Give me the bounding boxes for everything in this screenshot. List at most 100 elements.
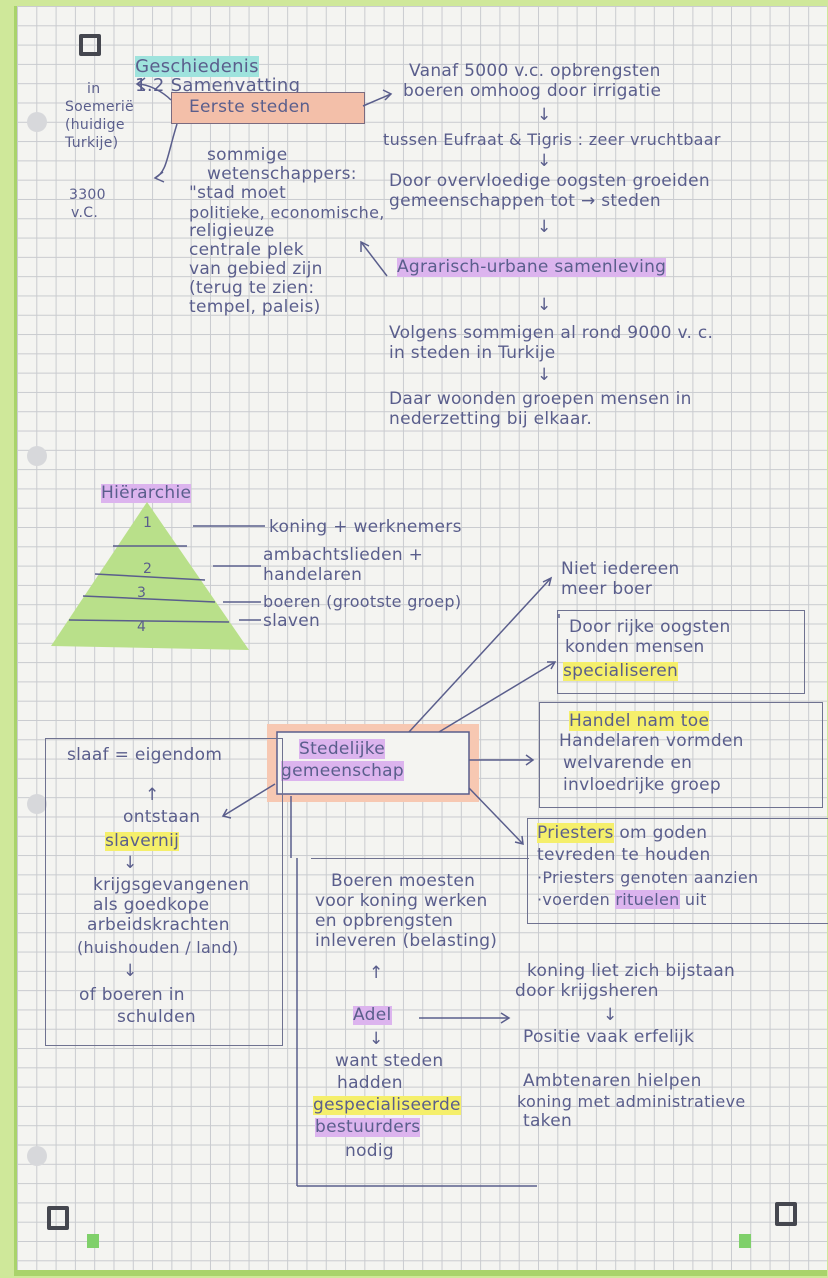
adel-arrow: ↓ bbox=[369, 1029, 384, 1049]
slavery-line: arbeidskrachten bbox=[87, 915, 230, 935]
koning-line: koning liet zich bijstaan bbox=[527, 961, 736, 981]
priesters-line: Priesters om goden bbox=[537, 823, 708, 843]
slavery-line: krijgsgevangenen bbox=[93, 875, 250, 895]
adel-label: Adel bbox=[353, 1005, 392, 1025]
scientists-line: sommige bbox=[207, 145, 288, 165]
flow-line: Daar woonden groepen mensen in bbox=[389, 389, 692, 409]
center-line: Stedelijke bbox=[299, 739, 386, 759]
note-turkije: Turkije) bbox=[65, 135, 119, 151]
priesters-line: ·Priesters genoten aanzien bbox=[537, 868, 759, 887]
flow-arrow: ↓ bbox=[537, 105, 552, 125]
flow-arrow: ↓ bbox=[537, 295, 552, 315]
box-adel bbox=[311, 858, 529, 859]
flow-line: tussen Eufraat & Tigris : zeer vruchtbaa… bbox=[383, 130, 721, 149]
punch-hole bbox=[27, 112, 47, 132]
corner-bracket-icon bbox=[775, 1202, 797, 1226]
hierarchy-label: ambachtslieden + bbox=[263, 545, 424, 565]
corner-bracket-icon bbox=[79, 34, 101, 56]
punch-hole bbox=[27, 1146, 47, 1166]
flow-line: Volgens sommigen al rond 9000 v. c. bbox=[389, 323, 714, 343]
slavery-line: als goedkope bbox=[93, 895, 210, 915]
adel-line: nodig bbox=[345, 1141, 394, 1161]
corner-bracket-icon bbox=[47, 1206, 69, 1230]
flow-line: gemeenschappen tot → steden bbox=[389, 191, 662, 211]
adel-line: gespecialiseerde bbox=[313, 1095, 461, 1115]
hierarchy-label: boeren (grootste groep) bbox=[263, 592, 462, 611]
scientists-line: (terug te zien: bbox=[189, 278, 315, 298]
flow-line: in steden in Turkije bbox=[389, 343, 556, 363]
slavery-line: slaaf = eigendom bbox=[67, 745, 223, 765]
box-handel bbox=[539, 702, 823, 808]
eerste-steden-box bbox=[171, 92, 365, 124]
center-line: gemeenschap bbox=[281, 761, 404, 781]
flow-arrow: ↓ bbox=[537, 151, 552, 171]
page-marker-icon bbox=[87, 1234, 99, 1248]
hierarchy-label: koning + werknemers bbox=[269, 517, 462, 537]
adel-line: inleveren (belasting) bbox=[315, 931, 498, 951]
scientists-line: "stad moet bbox=[189, 183, 287, 203]
adel-line: Boeren moesten bbox=[331, 871, 476, 891]
notebook-page: Geschiedenis 1.2 Samenvatting in Soemeri… bbox=[14, 6, 828, 1276]
scientists-line: politieke, economische, bbox=[189, 203, 385, 222]
rijke-line: konden mensen bbox=[565, 637, 705, 657]
handel-line: Handelaren vormden bbox=[559, 731, 744, 751]
scientists-line: wetenschappers: bbox=[207, 164, 357, 184]
slavery-arrow: ↑ bbox=[145, 785, 160, 805]
note-soemerie: Soemerië bbox=[65, 99, 134, 115]
koning-line: door krijgsheren bbox=[515, 981, 659, 1001]
note-year: 3300 bbox=[69, 187, 106, 203]
adel-arrow: ↑ bbox=[369, 963, 384, 983]
slavery-line: schulden bbox=[117, 1007, 196, 1027]
hierarchy-label: handelaren bbox=[263, 565, 363, 585]
page-title: Geschiedenis 1.2 Samenvatting bbox=[111, 38, 300, 114]
hierarchy-level: 3 bbox=[137, 585, 147, 601]
scientists-line: religieuze bbox=[189, 221, 275, 241]
handel-line: invloedrijke groep bbox=[563, 775, 721, 795]
note-in: in bbox=[87, 81, 101, 97]
adel-line: want steden bbox=[335, 1051, 444, 1071]
box-slavery bbox=[45, 738, 283, 1046]
slavery-line: (huishouden / land) bbox=[77, 938, 239, 957]
hierarchy-level: 2 bbox=[143, 561, 153, 577]
hierarchy-label: slaven bbox=[263, 611, 321, 631]
rijke-line: specialiseren bbox=[563, 661, 679, 681]
flow-line: Vanaf 5000 v.c. opbrengsten bbox=[409, 61, 661, 81]
note-vc: v.C. bbox=[71, 205, 99, 221]
punch-hole bbox=[27, 794, 47, 814]
koning-line: taken bbox=[523, 1111, 573, 1131]
diagram-lines bbox=[51, 77, 560, 1187]
priesters-line: tevreden te houden bbox=[537, 845, 711, 865]
scientists-line: centrale plek bbox=[189, 240, 304, 260]
flow-arrow: ↓ bbox=[537, 365, 552, 385]
flow-line: boeren omhoog door irrigatie bbox=[403, 81, 662, 101]
adel-line: hadden bbox=[337, 1073, 403, 1093]
handel-line: Handel nam toe bbox=[569, 711, 710, 731]
hierarchy-level: 4 bbox=[137, 619, 147, 635]
adel-line: voor koning werken bbox=[315, 891, 488, 911]
flow-arrow: ↓ bbox=[537, 217, 552, 237]
adel-line: en opbrengsten bbox=[315, 911, 454, 931]
rijke-line: Door rijke oogsten bbox=[569, 617, 731, 637]
page-marker-icon bbox=[739, 1234, 751, 1248]
box-rijke-oogsten bbox=[557, 610, 805, 694]
agrarisch-label: Agrarisch-urbane samenleving bbox=[397, 257, 667, 277]
priesters-line: ·voerden rituelen uit bbox=[537, 890, 707, 909]
slavery-line: of boeren in bbox=[79, 985, 185, 1005]
box-priesters bbox=[527, 818, 828, 924]
eerste-steden-label: Eerste steden bbox=[189, 97, 311, 117]
niet-iedereen-line: Niet iedereen bbox=[561, 559, 680, 579]
koning-line: koning met administratieve bbox=[517, 1092, 746, 1111]
handel-line: welvarende en bbox=[563, 753, 693, 773]
koning-line: Ambtenaren hielpen bbox=[523, 1071, 702, 1091]
koning-line: Positie vaak erfelijk bbox=[523, 1027, 695, 1047]
scientists-line: van gebied zijn bbox=[189, 259, 323, 279]
slavery-line: ontstaan bbox=[123, 807, 201, 827]
flow-line: Door overvloedige oogsten groeiden bbox=[389, 171, 710, 191]
hierarchy-level: 1 bbox=[143, 515, 153, 531]
slavery-arrow: ↓ bbox=[123, 961, 138, 981]
adel-line: bestuurders bbox=[315, 1117, 421, 1137]
note-huidige: (huidige bbox=[65, 117, 125, 133]
koning-arrow: ↓ bbox=[603, 1005, 618, 1025]
punch-hole bbox=[27, 446, 47, 466]
flow-line: nederzetting bij elkaar. bbox=[389, 409, 593, 429]
